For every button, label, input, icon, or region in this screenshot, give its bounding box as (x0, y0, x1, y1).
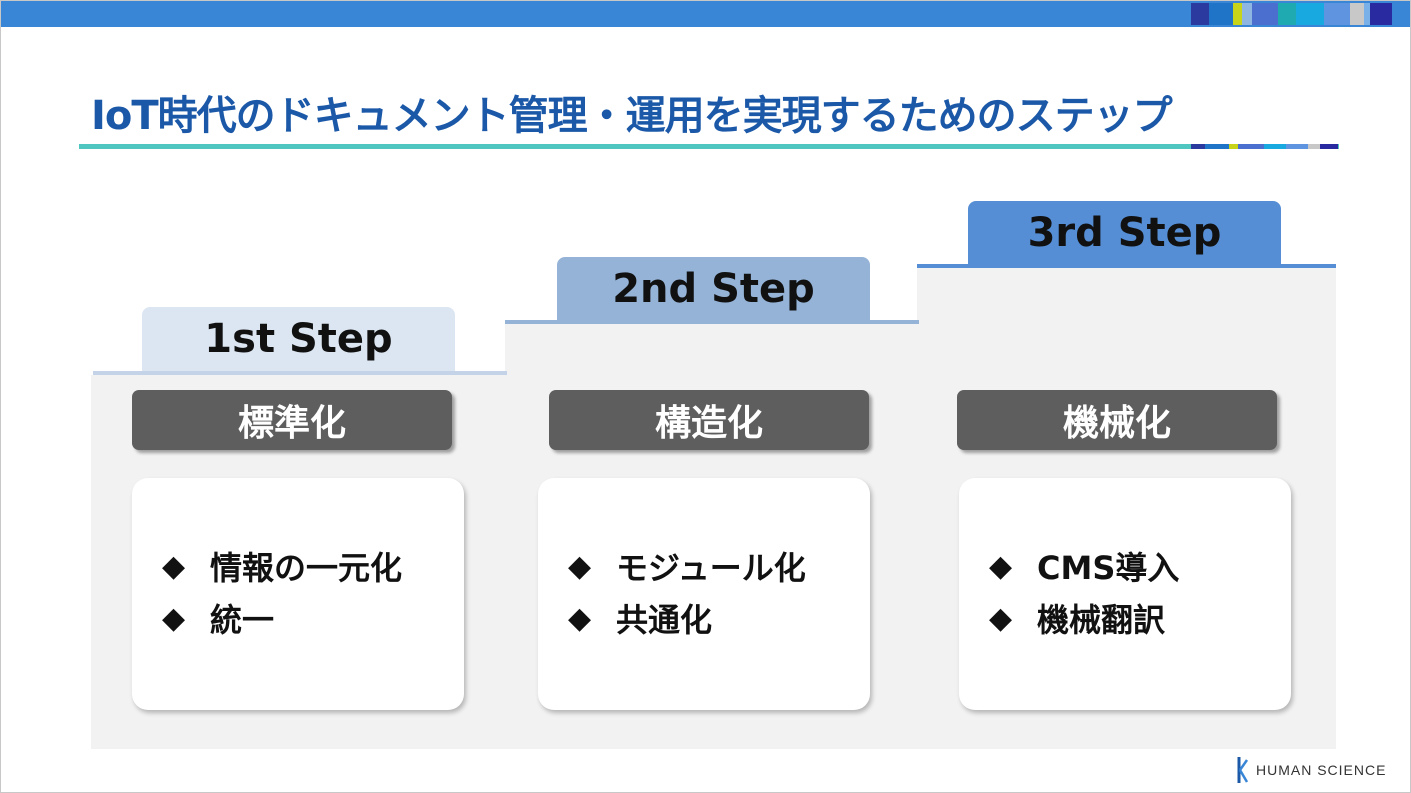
top-banner (1, 1, 1410, 27)
list-item: ◆ 共通化 (568, 592, 870, 644)
step-3-tab: 3rd Step (968, 201, 1281, 265)
list-item: ◆ 機械翻訳 (989, 592, 1291, 644)
list-item: ◆ モジュール化 (568, 540, 870, 592)
diamond-bullet-icon: ◆ (162, 548, 186, 584)
step-3-label-text: 機械化 (1062, 403, 1171, 444)
step-1-tab-label: 1st Step (204, 316, 393, 362)
step-1-tab: 1st Step (142, 307, 455, 371)
human-science-logo-icon (1237, 757, 1249, 783)
title-underline (79, 144, 1339, 149)
diamond-bullet-icon: ◆ (568, 548, 592, 584)
list-item: ◆ 情報の一元化 (162, 540, 464, 592)
step-2-label: 構造化 (549, 390, 869, 450)
step-3-line (917, 264, 1336, 268)
diamond-bullet-icon: ◆ (989, 600, 1013, 636)
step-1-label: 標準化 (132, 390, 452, 450)
step-3-label: 機械化 (957, 390, 1277, 450)
step-1-card: ◆ 情報の一元化 ◆ 統一 (132, 478, 464, 710)
step-2-tab: 2nd Step (557, 257, 870, 321)
step-2-label-text: 構造化 (654, 403, 763, 444)
step-3-tab-label: 3rd Step (1027, 210, 1222, 256)
diamond-bullet-icon: ◆ (989, 548, 1013, 584)
slide-title: IoT時代のドキュメント管理・運用を実現するためのステップ (91, 93, 1173, 139)
diamond-bullet-icon: ◆ (162, 600, 186, 636)
list-item-text: 統一 (210, 601, 275, 639)
company-logo: HUMAN SCIENCE (1236, 755, 1386, 785)
list-item-text: 共通化 (616, 601, 713, 639)
list-item: ◆ CMS導入 (989, 540, 1291, 592)
step-2-line (505, 320, 919, 324)
top-banner-squares (1191, 3, 1392, 25)
list-item-text: 情報の一元化 (210, 549, 403, 587)
title-underline-accent (1191, 144, 1338, 149)
list-item-text: 機械翻訳 (1037, 601, 1166, 639)
list-item-text: CMS導入 (1037, 549, 1180, 587)
step-2-tab-label: 2nd Step (612, 266, 815, 312)
step-1-line (93, 371, 507, 375)
diamond-bullet-icon: ◆ (568, 600, 592, 636)
list-item-text: モジュール化 (616, 549, 806, 587)
list-item: ◆ 統一 (162, 592, 464, 644)
step-2-card: ◆ モジュール化 ◆ 共通化 (538, 478, 870, 710)
step-1-label-text: 標準化 (237, 403, 346, 444)
step-3-card: ◆ CMS導入 ◆ 機械翻訳 (959, 478, 1291, 710)
logo-text: HUMAN SCIENCE (1256, 762, 1387, 778)
